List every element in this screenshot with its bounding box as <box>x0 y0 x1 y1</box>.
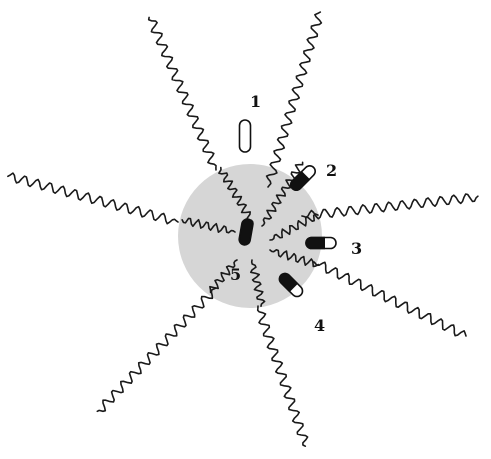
probe-label-1: 1 <box>250 92 261 111</box>
surfactant-chain-1 <box>267 12 322 187</box>
surfactant-chain-7 <box>258 306 308 446</box>
probe-label-4: 4 <box>314 316 325 335</box>
surfactant-chain-2 <box>149 17 216 170</box>
surfactant-chain-6 <box>97 288 216 411</box>
surfactant-chain-5 <box>314 262 466 336</box>
probe-1 <box>240 120 251 152</box>
probe-label-2: 2 <box>326 161 337 180</box>
probe-label-5: 5 <box>230 265 241 284</box>
surfactant-chain-3 <box>8 173 178 224</box>
surfactant-chain-4 <box>302 194 478 219</box>
probe-3 <box>306 238 336 249</box>
probe-label-3: 3 <box>351 239 362 258</box>
